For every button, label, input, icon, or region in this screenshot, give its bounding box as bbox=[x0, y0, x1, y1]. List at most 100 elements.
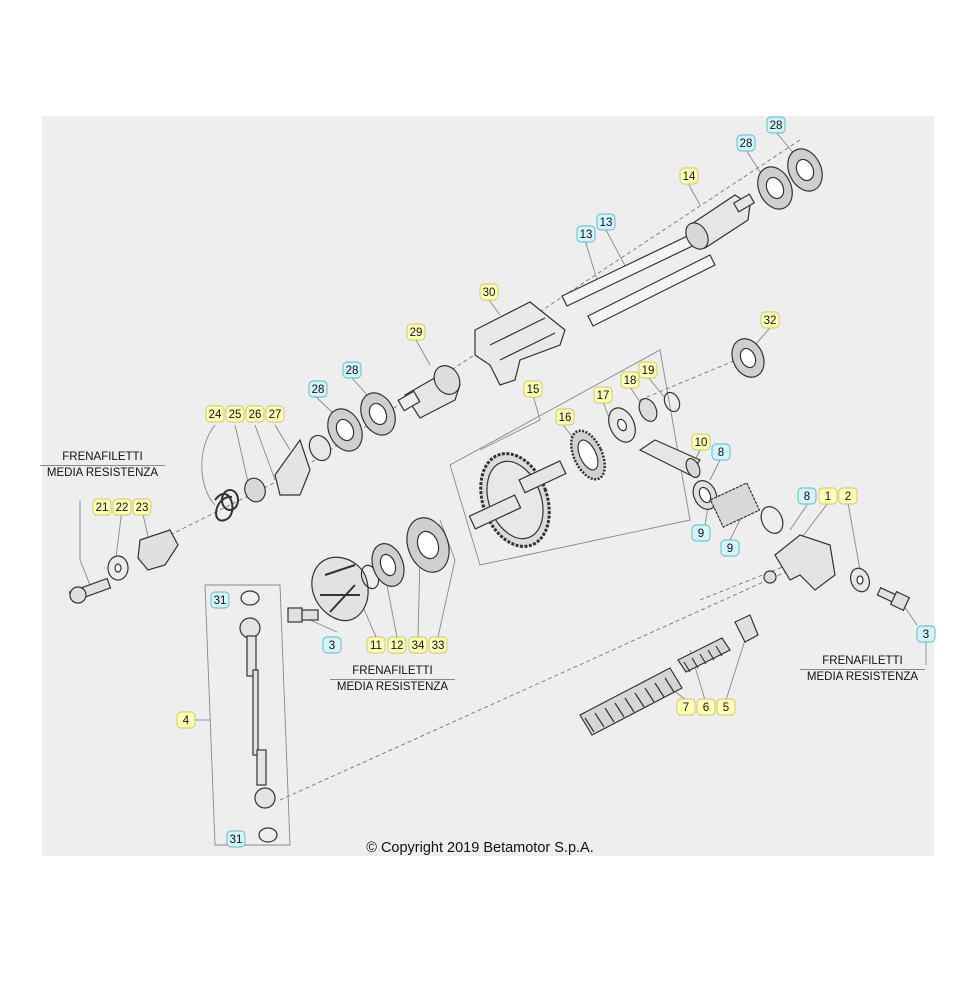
callout-number: 21 bbox=[96, 502, 109, 514]
callout-28: 28 bbox=[342, 361, 362, 379]
callout-number: 28 bbox=[770, 120, 783, 132]
callout-bubble bbox=[679, 167, 699, 185]
callout-28: 28 bbox=[766, 116, 786, 134]
callout-bubble bbox=[479, 283, 499, 301]
bearings-12-34-33 bbox=[360, 517, 450, 590]
callout-bubble bbox=[406, 323, 426, 341]
bearing-9-and-washers bbox=[692, 480, 784, 534]
selector-drum-14 bbox=[685, 193, 756, 250]
callout-bubble bbox=[112, 498, 132, 516]
callout-bubble bbox=[265, 405, 285, 423]
callout-number: 13 bbox=[580, 229, 593, 241]
note-right-line-1: FRENAFILETTI bbox=[822, 655, 903, 667]
callout-number: 13 bbox=[600, 217, 613, 229]
callout-bubble bbox=[308, 380, 328, 398]
callout-bubble bbox=[555, 408, 575, 426]
callout-number: 22 bbox=[116, 502, 129, 514]
rod-4 bbox=[239, 590, 278, 843]
note-center-rule bbox=[330, 679, 455, 680]
callout-number: 1 bbox=[825, 491, 831, 503]
callout-number: 29 bbox=[410, 327, 423, 339]
callout-number: 28 bbox=[740, 138, 753, 150]
callout-bubble bbox=[596, 213, 616, 231]
note-center-line-2: MEDIA RESISTENZA bbox=[336, 681, 449, 693]
callout-6: 6 bbox=[696, 698, 716, 716]
callout-number: 28 bbox=[346, 365, 359, 377]
callout-29: 29 bbox=[406, 323, 426, 341]
callout-28: 28 bbox=[736, 134, 756, 152]
callout-number: 7 bbox=[683, 702, 689, 714]
callout-7: 7 bbox=[676, 698, 696, 716]
callout-bubble bbox=[245, 405, 265, 423]
callout-22: 22 bbox=[112, 498, 132, 516]
bearing-28-top-right bbox=[757, 148, 823, 210]
callout-bubble bbox=[620, 371, 640, 389]
callout-number: 8 bbox=[804, 491, 810, 503]
note-center-line-1: FRENAFILETTI bbox=[352, 665, 433, 677]
callout-28: 28 bbox=[308, 380, 328, 398]
callout-bubble bbox=[176, 711, 196, 729]
callout-3: 3 bbox=[916, 625, 936, 643]
callout-9: 9 bbox=[691, 524, 711, 542]
callout-2: 2 bbox=[838, 487, 858, 505]
callout-8: 8 bbox=[797, 487, 817, 505]
callout-bubble bbox=[760, 311, 780, 329]
callout-5: 5 bbox=[716, 698, 736, 716]
callout-30: 30 bbox=[479, 283, 499, 301]
callout-bubble bbox=[691, 433, 711, 451]
callout-number: 26 bbox=[249, 409, 262, 421]
spring-24-and-parts bbox=[214, 438, 311, 522]
callout-number: 32 bbox=[764, 315, 777, 327]
callout-13: 13 bbox=[596, 213, 616, 231]
callout-bubble bbox=[638, 361, 658, 379]
fork-30 bbox=[474, 301, 566, 386]
callout-number: 11 bbox=[370, 640, 382, 652]
callout-25: 25 bbox=[225, 405, 245, 423]
group-frames bbox=[204, 349, 691, 846]
callout-bubble bbox=[523, 380, 543, 398]
shaft-rods bbox=[561, 229, 716, 327]
callout-bubble bbox=[916, 625, 936, 643]
callout-19: 19 bbox=[638, 361, 658, 379]
callout-26: 26 bbox=[245, 405, 265, 423]
callout-number: 2 bbox=[845, 491, 851, 503]
callout-number: 3 bbox=[923, 629, 929, 641]
shaft-10 bbox=[638, 439, 701, 479]
callout-bubble bbox=[818, 487, 838, 505]
callout-bubble bbox=[92, 498, 112, 516]
note-left-line-2: MEDIA RESISTENZA bbox=[46, 467, 159, 479]
callout-number: 23 bbox=[136, 502, 149, 514]
callout-10: 10 bbox=[691, 433, 711, 451]
callout-number: 25 bbox=[229, 409, 242, 421]
callout-bubble bbox=[696, 698, 716, 716]
callout-bubble bbox=[210, 591, 230, 609]
copyright-text: © Copyright 2019 Betamotor S.p.A. bbox=[366, 840, 594, 856]
callout-number: 33 bbox=[432, 640, 445, 652]
callout-number: 12 bbox=[391, 640, 404, 652]
callout-32: 32 bbox=[760, 311, 780, 329]
callout-number: 16 bbox=[559, 412, 572, 424]
callout-bubble bbox=[225, 405, 245, 423]
callout-bubble bbox=[322, 636, 342, 654]
washers-17-18-19 bbox=[608, 391, 681, 443]
callout-number: 9 bbox=[727, 543, 733, 555]
callout-bubble bbox=[428, 636, 448, 654]
callout-14: 14 bbox=[679, 167, 699, 185]
callout-number: 4 bbox=[183, 715, 190, 727]
callout-9: 9 bbox=[720, 539, 740, 557]
callout-bubble bbox=[797, 487, 817, 505]
needle-bearing-16 bbox=[569, 429, 607, 481]
spring-7 bbox=[579, 667, 683, 736]
callout-bubble bbox=[205, 405, 225, 423]
note-right-rule bbox=[800, 669, 925, 670]
callout-bubble bbox=[736, 134, 756, 152]
callout-bubble bbox=[766, 116, 786, 134]
callout-bubble bbox=[408, 636, 428, 654]
callout-8: 8 bbox=[711, 443, 731, 461]
callout-34: 34 bbox=[408, 636, 428, 654]
callout-12: 12 bbox=[387, 636, 407, 654]
callout-bubble bbox=[576, 225, 596, 243]
callout-number: 28 bbox=[312, 384, 325, 396]
callout-bubble bbox=[676, 698, 696, 716]
